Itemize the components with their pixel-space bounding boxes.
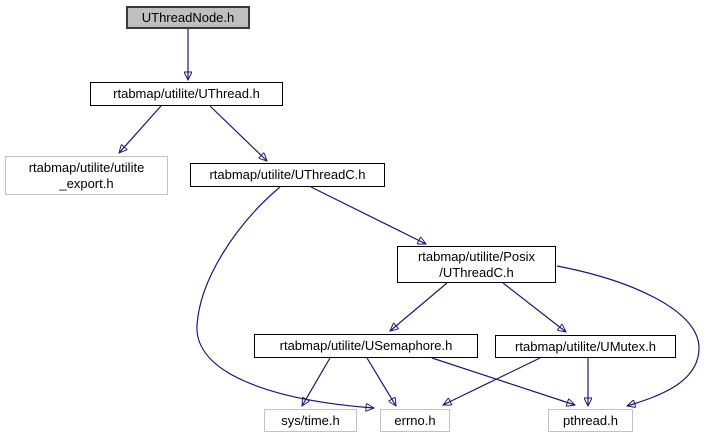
node-label: errno.h bbox=[394, 412, 436, 428]
node-label-line2: _export.h bbox=[59, 175, 114, 191]
node-label: rtabmap/utilite/USemaphore.h bbox=[279, 338, 453, 354]
node-label: pthread.h bbox=[563, 412, 618, 428]
edge-uthreadc-to-errno bbox=[196, 186, 374, 408]
edge-posix-to-pthread bbox=[556, 265, 700, 406]
node-label: sys/time.h bbox=[281, 412, 340, 428]
node-uthread-h[interactable]: rtabmap/utilite/UThread.h bbox=[90, 82, 283, 106]
node-errno-h: errno.h bbox=[380, 409, 450, 432]
node-label: rtabmap/utilite/UThreadC.h bbox=[209, 167, 366, 183]
edge-umutex-to-errno bbox=[443, 357, 541, 405]
node-label: rtabmap/utilite/UThread.h bbox=[113, 86, 260, 102]
edge-usemaphore-to-pthread bbox=[431, 357, 575, 405]
edge-posix-to-usemaphore bbox=[390, 282, 448, 331]
node-utilite-export-h: rtabmap/utilite/utilite _export.h bbox=[5, 156, 168, 195]
node-uthreadc-h[interactable]: rtabmap/utilite/UThreadC.h bbox=[190, 163, 385, 187]
node-label: UThreadNode.h bbox=[141, 9, 235, 25]
node-label-line1: rtabmap/utilite/utilite bbox=[28, 159, 145, 175]
edge-posix-to-umutex bbox=[502, 282, 566, 332]
edge-uthread-to-utilite-export bbox=[119, 105, 162, 153]
node-sys-time-h: sys/time.h bbox=[264, 409, 357, 432]
node-label-line2: /UThreadC.h bbox=[439, 264, 514, 280]
edge-uthreadc-to-posix-uthreadc bbox=[310, 186, 426, 245]
node-posix-uthreadc-h[interactable]: rtabmap/utilite/Posix /UThreadC.h bbox=[397, 246, 556, 283]
edge-uthread-to-uthreadc bbox=[209, 105, 267, 161]
node-uthreadnode-h: UThreadNode.h bbox=[126, 6, 250, 29]
node-umutex-h[interactable]: rtabmap/utilite/UMutex.h bbox=[495, 335, 676, 358]
node-usemaphore-h[interactable]: rtabmap/utilite/USemaphore.h bbox=[254, 334, 478, 358]
edge-usemaphore-to-errno bbox=[366, 357, 396, 406]
node-pthread-h: pthread.h bbox=[548, 409, 633, 432]
node-label-line1: rtabmap/utilite/Posix bbox=[417, 248, 536, 264]
node-label: rtabmap/utilite/UMutex.h bbox=[515, 338, 656, 354]
edge-usemaphore-to-systime bbox=[302, 357, 331, 406]
